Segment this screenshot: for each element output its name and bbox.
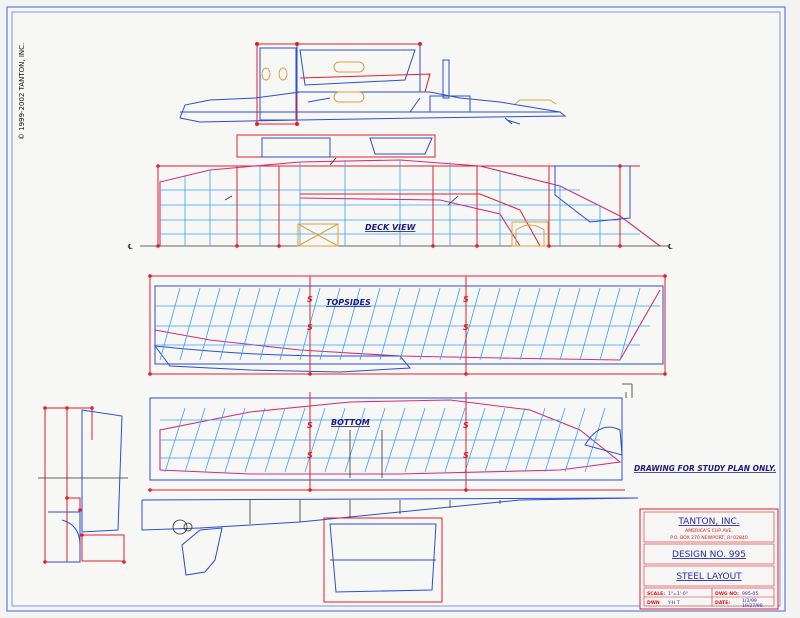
frame-diagonal: [484, 407, 506, 473]
frame-diagonal: [499, 287, 521, 361]
deck-view-label: DECK VIEW: [365, 223, 417, 232]
frame-diagonal: [544, 407, 566, 473]
frame-diagonal: [379, 287, 401, 361]
frame-diagonal: [459, 287, 481, 361]
tb-design-number: DESIGN NO. 995: [672, 550, 746, 560]
frame-diagonal: [259, 287, 281, 361]
frame-diagonal: [204, 407, 226, 473]
station-mark: S: [307, 451, 313, 460]
frame-diagonal: [619, 287, 641, 361]
tb-dwn-value: Y-H T: [667, 600, 680, 606]
station-mark: S: [307, 323, 313, 332]
centerline-mark-right: ℄: [668, 243, 673, 251]
tb-address-1: AMERICA'S CUP AVE.: [685, 528, 733, 534]
study-plan-note: DRAWING FOR STUDY PLAN ONLY.: [634, 464, 776, 473]
frame-diagonal: [524, 407, 546, 473]
frame-diagonal: [399, 287, 421, 361]
frame-diagonal: [504, 407, 526, 473]
frame-diagonal: [164, 407, 186, 473]
frame-diagonal: [199, 287, 221, 361]
frame-diagonal: [244, 407, 266, 473]
frame-diagonal: [224, 407, 246, 473]
frame-diagonal: [599, 287, 621, 361]
frame-diagonal: [339, 287, 361, 361]
title-block: TANTON, INC. AMERICA'S CUP AVE. P.O. BOX…: [639, 508, 779, 610]
frame-diagonal: [539, 287, 561, 361]
station-mark: S: [463, 421, 469, 430]
inner-border: [11, 11, 781, 607]
frame-diagonal: [584, 407, 606, 473]
frame-diagonal: [424, 407, 446, 473]
frame-diagonal: [264, 407, 286, 473]
station-mark: S: [307, 421, 313, 430]
frame-diagonal: [284, 407, 306, 473]
tb-address-2: P.O. BOX 270 NEWPORT, RI 02840: [670, 535, 748, 541]
frame-diagonal: [479, 287, 501, 361]
frame-diagonal: [219, 287, 241, 361]
bottom-label: BOTTOM: [331, 418, 370, 427]
tb-scale-value: 1"=1'-0": [668, 591, 688, 597]
deck-view: DECK VIEW ℄ ℄: [128, 134, 673, 251]
section-view: [38, 406, 128, 564]
station-mark: S: [463, 451, 469, 460]
dimension-bracket: [622, 383, 633, 398]
frame-diagonal: [279, 287, 301, 361]
bottom-view: BOTTOM S S S S: [148, 392, 625, 492]
frame-diagonal: [364, 407, 386, 473]
frame-diagonal: [404, 407, 426, 473]
tb-date-value-2: 10/27/99: [742, 603, 763, 609]
tb-dwn-label: DWN: [647, 600, 660, 606]
tb-scale-label: SCALE:: [647, 591, 665, 597]
tb-drawing-title: STEEL LAYOUT: [676, 572, 742, 582]
centerline-mark-left: ℄: [128, 243, 133, 251]
tb-dwg-label: DWG NO:: [715, 591, 739, 597]
topsides-label: TOPSIDES: [326, 298, 371, 307]
station-mark: S: [463, 295, 469, 304]
frame-diagonal: [464, 407, 486, 473]
copyright-text: © 1999-2002 TANTON, INC.: [18, 43, 26, 140]
tb-company: TANTON, INC.: [677, 517, 739, 527]
frame-diagonal: [444, 407, 466, 473]
tb-dwg-value: 995-05: [742, 591, 758, 597]
frame-diagonal: [419, 287, 441, 361]
profile-view: [179, 42, 567, 126]
frame-diagonal: [359, 287, 381, 361]
frame-diagonal: [184, 407, 206, 473]
frame-diagonal: [324, 407, 346, 473]
frame-diagonal: [239, 287, 261, 361]
station-mark: S: [463, 323, 469, 332]
frame-diagonal: [384, 407, 406, 473]
frame-diagonal: [319, 287, 341, 361]
tb-date-label: DATE:: [715, 600, 730, 606]
frame-diagonal: [179, 287, 201, 361]
frame-diagonal: [579, 287, 601, 361]
frame-diagonal: [344, 407, 366, 473]
frame-diagonal: [304, 407, 326, 473]
frame-diagonal: [439, 287, 461, 361]
tb-date-value: 1/2/99: [742, 598, 757, 604]
frame-diagonal: [519, 287, 541, 361]
topsides-view: TOPSIDES S S S S: [148, 274, 667, 376]
frame-diagonal: [564, 407, 586, 473]
station-mark: S: [307, 295, 313, 304]
frame-diagonal: [559, 287, 581, 361]
frame-diagonal: [159, 287, 181, 361]
keel-view: [141, 497, 639, 603]
